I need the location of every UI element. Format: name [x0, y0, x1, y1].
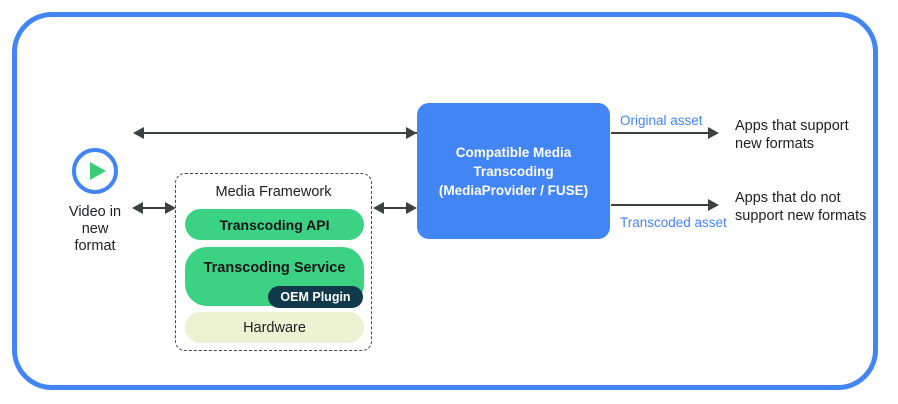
- oem-plugin-badge[interactable]: OEM Plugin: [268, 286, 363, 308]
- original-asset-label: Original asset: [620, 113, 703, 128]
- hardware-box[interactable]: Hardware: [185, 312, 364, 343]
- transcoding-service-label: Transcoding Service: [203, 260, 346, 276]
- apps-unsupported-label: Apps that do not support new formats: [735, 190, 867, 224]
- transcoding-api-label: Transcoding API: [219, 216, 330, 233]
- transcoding-api-box[interactable]: Transcoding API: [185, 209, 364, 240]
- oem-plugin-label: OEM Plugin: [280, 290, 351, 304]
- media-framework-title: Media Framework: [215, 184, 332, 200]
- video-source: Video in new format: [46, 148, 144, 255]
- compatible-media-transcoding-box[interactable]: Compatible Media Transcoding (MediaProvi…: [417, 103, 610, 239]
- play-circle-icon: [72, 148, 118, 194]
- media-framework-box: Media Framework Transcoding API Transcod…: [175, 173, 372, 351]
- play-triangle-icon: [90, 162, 106, 180]
- video-source-label: Video in new format: [68, 204, 122, 254]
- compatible-media-transcoding-label: Compatible Media Transcoding (MediaProvi…: [438, 144, 589, 198]
- apps-supported-label: Apps that support new formats: [735, 118, 849, 152]
- hardware-label: Hardware: [243, 319, 306, 336]
- transcoded-asset-label: Transcoded asset: [620, 215, 727, 230]
